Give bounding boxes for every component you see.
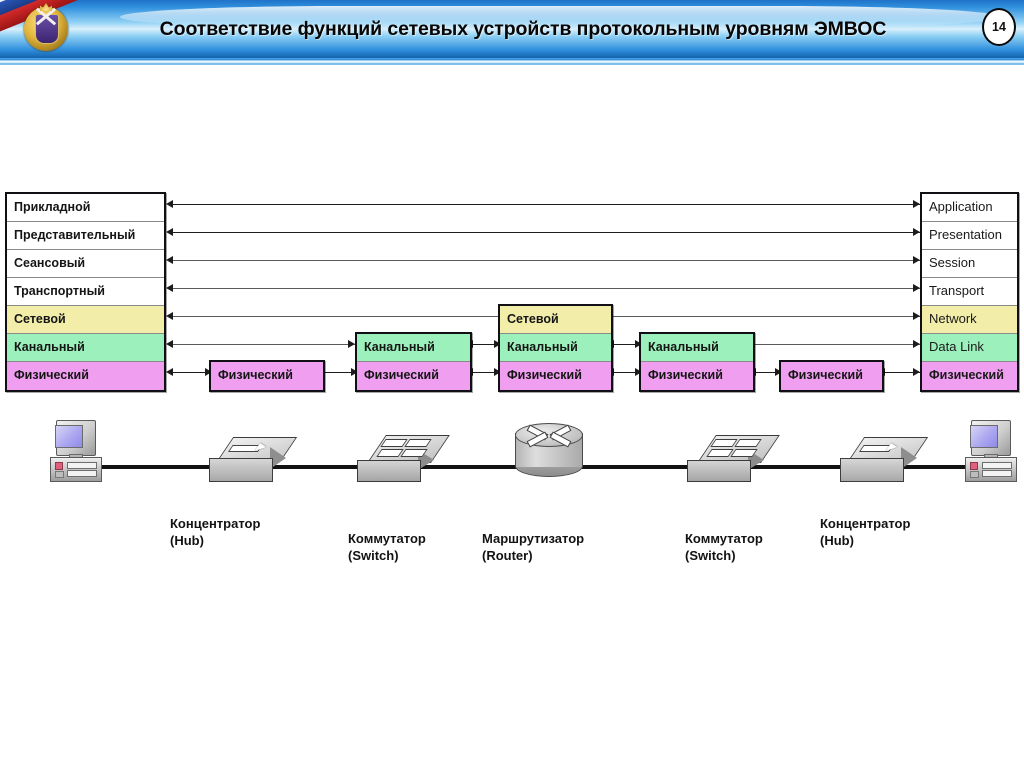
hub-left-icon — [209, 437, 298, 483]
peer-arrow-datalink-sl-r-right — [494, 340, 501, 348]
phys-arrow-2-right — [351, 368, 358, 376]
phys-line-hub-switch-left — [325, 372, 355, 373]
layer-physical-hub-left: Физический — [211, 362, 323, 390]
peer-line-transport — [173, 288, 920, 289]
router-layers: Сетевой Канальный Физический — [498, 304, 613, 392]
phys-arrow-6-right — [913, 368, 920, 376]
layer-datalink-ru: Канальный — [7, 334, 164, 362]
peer-arrow-datalink-far-left — [166, 340, 173, 348]
computer-right-icon — [965, 420, 1017, 482]
router-center-icon — [515, 423, 583, 477]
switch-right-layers: Канальный Физический — [639, 332, 755, 392]
caption-router-en: (Router) — [482, 548, 533, 563]
page-title: Соответствие функций сетевых устройств п… — [159, 17, 887, 40]
osi-stack-left: Прикладной Представительный Сеансовый Тр… — [5, 192, 166, 392]
layer-transport-ru: Транспортный — [7, 278, 164, 306]
layer-application-en: Application — [922, 194, 1017, 222]
layer-datalink-switch-left: Канальный — [357, 334, 470, 362]
peer-line-network-right — [613, 316, 920, 317]
peer-line-network-left — [173, 316, 505, 317]
layer-network-router: Сетевой — [500, 306, 611, 334]
peer-arrow-session-left — [166, 256, 173, 264]
layer-transport-en: Transport — [922, 278, 1017, 306]
switch-right-icon — [687, 435, 780, 485]
header-divider-thin — [0, 63, 1024, 65]
computer-left-icon — [50, 420, 102, 482]
slide-header: Соответствие функций сетевых устройств п… — [0, 0, 1024, 58]
peer-line-datalink-switchleft-router — [472, 344, 498, 345]
peer-arrow-application-left — [166, 200, 173, 208]
caption-hub-right-ru: Концентратор — [820, 516, 911, 531]
layer-physical-switch-right: Физический — [641, 362, 753, 390]
layer-session-ru: Сеансовый — [7, 250, 164, 278]
peer-line-datalink-router-switchright — [613, 344, 639, 345]
peer-arrow-presentation-right — [913, 228, 920, 236]
layer-network-ru: Сетевой — [7, 306, 164, 334]
caption-hub-left-en: (Hub) — [170, 533, 204, 548]
layer-physical-ru: Физический — [7, 362, 164, 390]
peer-arrow-datalink-to-switch-left — [348, 340, 355, 348]
phys-arrow-4-right — [635, 368, 642, 376]
peer-arrow-session-right — [913, 256, 920, 264]
phys-arrow-1-left — [166, 368, 173, 376]
layer-application-ru: Прикладной — [7, 194, 164, 222]
hub-right-layers: Физический — [779, 360, 884, 392]
peer-arrow-application-right — [913, 200, 920, 208]
caption-router-ru: Маршрутизатор — [482, 531, 585, 546]
layer-datalink-en: Data Link — [922, 334, 1017, 362]
peer-arrow-datalink-far-right — [913, 340, 920, 348]
switch-left-layers: Канальный Физический — [355, 332, 472, 392]
layer-datalink-router: Канальный — [500, 334, 611, 362]
page-number-badge: 14 — [982, 8, 1016, 46]
hub-left-layers: Физический — [209, 360, 325, 392]
peer-line-presentation — [173, 232, 920, 233]
peer-line-datalink-left — [173, 344, 355, 345]
phys-arrow-5-right — [775, 368, 782, 376]
peer-arrow-datalink-r-sr-right — [635, 340, 642, 348]
layer-physical-hub-right: Физический — [781, 362, 882, 390]
caption-switch-right-ru: Коммутатор — [685, 531, 763, 546]
caption-router: Маршрутизатор (Router) — [482, 530, 584, 564]
layer-physical-en: Физический — [922, 362, 1017, 390]
peer-line-application — [173, 204, 920, 205]
switch-left-icon — [357, 435, 450, 485]
caption-hub-left: Концентратор (Hub) — [170, 515, 260, 549]
peer-arrow-transport-left — [166, 284, 173, 292]
layer-presentation-ru: Представительный — [7, 222, 164, 250]
peer-arrow-network-far-right — [913, 312, 920, 320]
peer-arrow-network-far-left — [166, 312, 173, 320]
caption-hub-left-ru: Концентратор — [170, 516, 261, 531]
diagram-canvas: Прикладной Представительный Сеансовый Тр… — [0, 65, 1024, 767]
header-divider — [0, 58, 1024, 63]
osi-stack-right: Application Presentation Session Transpo… — [920, 192, 1019, 392]
phys-line-hubright-pc — [884, 372, 920, 373]
caption-switch-left-en: (Switch) — [348, 548, 399, 563]
caption-switch-left: Коммутатор (Switch) — [348, 530, 426, 564]
russian-military-emblem-icon — [24, 3, 68, 55]
caption-hub-right: Концентратор (Hub) — [820, 515, 910, 549]
caption-switch-right: Коммутатор (Switch) — [685, 530, 763, 564]
peer-arrow-transport-right — [913, 284, 920, 292]
peer-arrow-presentation-left — [166, 228, 173, 236]
hub-right-icon — [840, 437, 929, 483]
peer-line-datalink-right — [755, 344, 920, 345]
layer-network-en: Network — [922, 306, 1017, 334]
layer-physical-switch-left: Физический — [357, 362, 470, 390]
phys-arrow-1-right — [205, 368, 212, 376]
phys-line-router-switchright — [613, 372, 639, 373]
layer-session-en: Session — [922, 250, 1017, 278]
caption-hub-right-en: (Hub) — [820, 533, 854, 548]
caption-switch-right-en: (Switch) — [685, 548, 736, 563]
layer-datalink-switch-right: Канальный — [641, 334, 753, 362]
layer-physical-router: Физический — [500, 362, 611, 390]
peer-line-session — [173, 260, 920, 261]
phys-line-pc-hub-left — [173, 372, 209, 373]
phys-arrow-3-right — [494, 368, 501, 376]
phys-line-switchright-hubright — [755, 372, 779, 373]
layer-presentation-en: Presentation — [922, 222, 1017, 250]
caption-switch-left-ru: Коммутатор — [348, 531, 426, 546]
phys-line-switchleft-router — [472, 372, 498, 373]
